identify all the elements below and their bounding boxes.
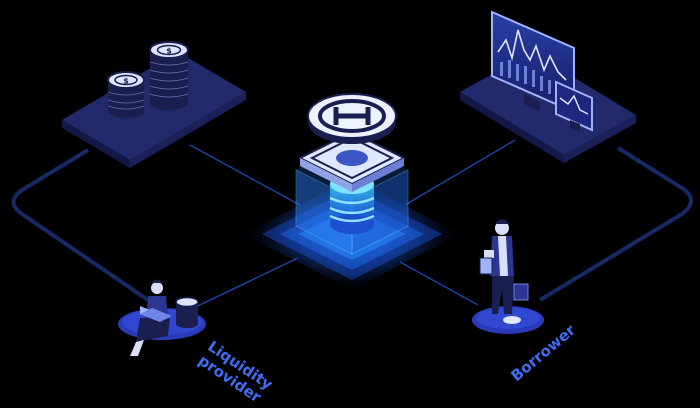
outer-connector-loop bbox=[11, 146, 693, 302]
chart-monitor-icon bbox=[491, 10, 593, 132]
analytics-platform bbox=[460, 10, 636, 163]
svg-text:$: $ bbox=[166, 47, 172, 56]
svg-text:$: $ bbox=[123, 77, 129, 86]
liquidity-pool-platform: $ $ bbox=[62, 41, 246, 168]
coin-stack-icon: $ $ bbox=[107, 41, 189, 118]
protocol-hub bbox=[244, 93, 460, 290]
investor-person-icon bbox=[118, 279, 206, 356]
protocol-hub-icon bbox=[307, 93, 397, 144]
borrower-person-icon bbox=[472, 219, 544, 334]
inner-connectors bbox=[184, 139, 516, 313]
